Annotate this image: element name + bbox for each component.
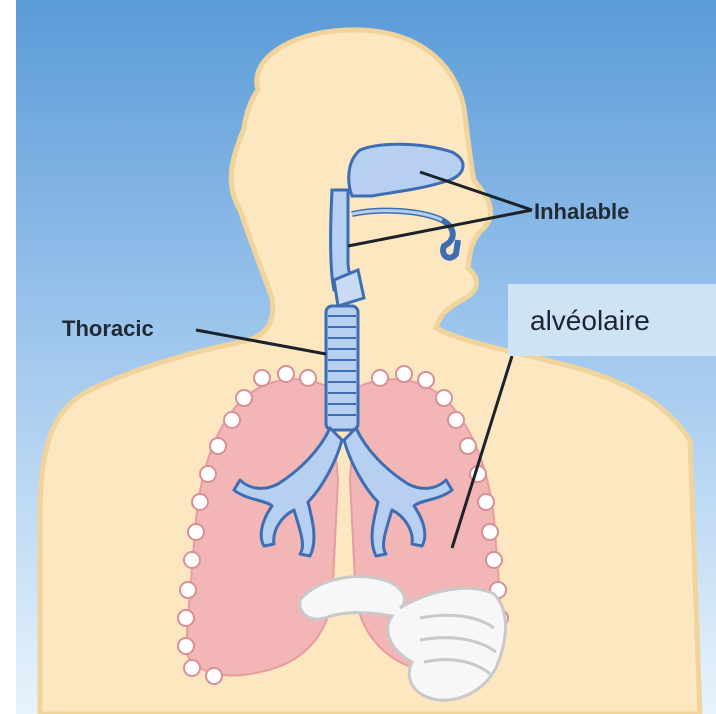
alveolus-dot [210, 438, 226, 454]
alveolus-dot [300, 370, 316, 386]
alveolus-dot [188, 524, 204, 540]
alveolus-dot [448, 412, 464, 428]
alveolus-dot [184, 660, 200, 676]
alveolus-dot [436, 390, 452, 406]
inhalable-label: Inhalable [534, 199, 629, 224]
alveolus-dot [192, 494, 208, 510]
alveolus-dot [236, 390, 252, 406]
trachea-icon [326, 306, 358, 430]
alveolus-dot [482, 524, 498, 540]
alveolus-dot [200, 466, 216, 482]
alveolus-dot [224, 412, 240, 428]
alveolus-dot [372, 370, 388, 386]
alveolus-dot [178, 610, 194, 626]
alveolus-dot [254, 370, 270, 386]
alveolus-dot [396, 366, 412, 382]
alveolus-dot [278, 366, 294, 382]
alveolus-dot [184, 552, 200, 568]
alveolus-dot [486, 552, 502, 568]
alveolus-dot [178, 638, 194, 654]
alveolaire-label: alvéolaire [530, 305, 650, 336]
alveolus-dot [460, 438, 476, 454]
alveolus-dot [206, 668, 222, 684]
alveolus-dot [418, 372, 434, 388]
alveolus-dot [478, 494, 494, 510]
alveolus-dot [180, 582, 196, 598]
thoracic-label: Thoracic [62, 316, 154, 341]
